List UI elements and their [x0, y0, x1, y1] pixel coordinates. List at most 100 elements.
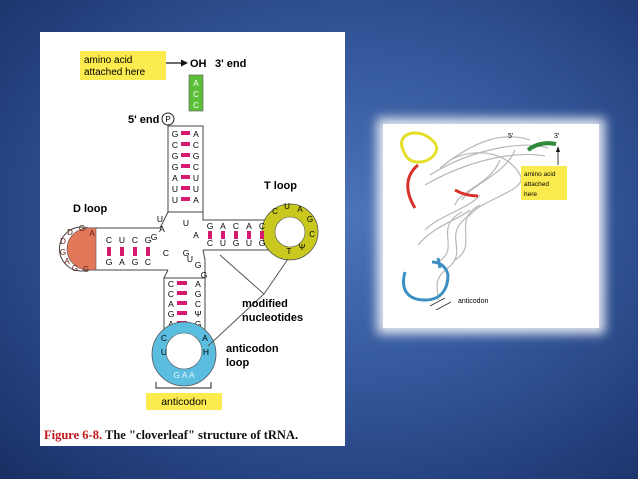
acceptor-stem-base: A	[193, 129, 199, 139]
t-stem-base: A	[246, 221, 252, 231]
d-loop	[66, 227, 97, 271]
figure-number: Figure 6-8.	[44, 428, 103, 442]
t-stem-base: U	[246, 238, 252, 248]
junction-base: U	[157, 214, 163, 224]
tertiary-structure-panel	[383, 124, 599, 328]
base-pair-bar	[181, 131, 190, 135]
base-pair-bar	[107, 247, 111, 256]
d-stem-base: A	[119, 257, 125, 267]
anticodon-loop-base: A	[202, 333, 208, 343]
amino-acid-box	[80, 51, 166, 80]
anticodon-stem-base: A	[168, 299, 174, 309]
d-stem-base: C	[106, 235, 112, 245]
3d-acceptor-green	[526, 141, 557, 152]
base-pair-bar	[247, 231, 251, 239]
junction-base: C	[163, 248, 169, 258]
d-loop-base: G	[72, 264, 78, 273]
anticodon-bracket	[155, 382, 212, 389]
acceptor-stem-base: A	[172, 173, 178, 183]
junction-base: G	[183, 248, 190, 258]
base-pair-bar	[181, 186, 190, 190]
junction-base: U	[187, 254, 193, 264]
d-stem-base: G	[145, 235, 152, 245]
acceptor-stem-base: G	[172, 151, 179, 161]
junction-base: G	[151, 232, 158, 242]
anticodon-stem-base: C	[168, 279, 174, 289]
3d-arrow-icon	[556, 146, 560, 152]
acceptor-tail-base: C	[193, 90, 199, 99]
t-stem-base: G	[207, 221, 214, 231]
anticodon-stem-base: C	[195, 299, 201, 309]
t-loop-base: A	[297, 205, 303, 214]
acceptor-stem-base: G	[193, 151, 200, 161]
three-prime-end-label: 3' end	[215, 58, 246, 70]
d-loop-base: A	[89, 229, 95, 238]
acceptor-tail-base: A	[193, 79, 199, 88]
oh-label: OH	[190, 58, 207, 70]
d-loop-base: G	[60, 248, 66, 257]
acceptor-stem-base: G	[172, 162, 179, 172]
base-pair-bar	[177, 291, 187, 295]
3d-amino-acid-line1: amino acid	[524, 171, 556, 178]
anticodon-loop-label-line2: loop	[226, 357, 249, 369]
d-loop-base: G	[79, 224, 85, 233]
d-loop-base: A	[64, 257, 70, 266]
acceptor-stem-base: C	[172, 140, 178, 150]
t-stem-base: G	[259, 238, 266, 248]
anticodon-box-label: anticodon	[161, 396, 207, 408]
acceptor-stem-base: C	[193, 140, 199, 150]
tertiary-structure-diagram: 5' 3' amino acid attached here anticodon	[400, 131, 567, 311]
t-loop-label: T loop	[264, 180, 297, 192]
modified-label-line2: nucleotides	[242, 312, 303, 324]
base-pair-bar	[221, 231, 225, 239]
amino-acid-line1: amino acid	[84, 55, 132, 66]
t-stem-base: G	[233, 238, 240, 248]
junction-base: A	[159, 224, 165, 234]
3d-five-prime-label: 5'	[508, 133, 513, 140]
acceptor-tail	[188, 74, 204, 112]
amino-acid-line2: attached here	[84, 67, 146, 78]
base-pair-bar	[181, 164, 190, 168]
arrow-icon	[181, 59, 188, 67]
anticodon-stem-base: G	[195, 260, 202, 270]
t-stem-base: C	[207, 238, 213, 248]
3d-anticodon-loop-blue	[402, 260, 450, 302]
anticodon-stem-base: G	[168, 309, 175, 319]
acceptor-stem-base: U	[193, 173, 199, 183]
base-pair-bar	[133, 247, 137, 256]
t-loop-base: C	[272, 207, 278, 216]
base-pair-bar	[181, 197, 190, 201]
anticodon-stem-base: G	[201, 270, 208, 280]
junction-base: A	[193, 230, 199, 240]
3d-d-arm-red	[406, 163, 420, 209]
base-pair-bar	[208, 231, 212, 239]
acceptor-stem-base: U	[172, 195, 178, 205]
t-stem-base: A	[220, 221, 226, 231]
base-pair-bar	[181, 142, 190, 146]
t-loop-base: Ψ	[299, 243, 306, 252]
acceptor-tail-base: C	[193, 101, 199, 110]
modified-label-line1: modified	[242, 298, 288, 310]
anticodon-loop-label-line1: anticodon	[226, 343, 279, 355]
anticodon-bases: G A A	[173, 370, 195, 380]
acceptor-stem-base: U	[172, 184, 178, 194]
acceptor-stem-base: C	[193, 162, 199, 172]
3d-amino-acid-line2: attached	[524, 181, 549, 188]
d-stem-base: G	[132, 257, 139, 267]
t-loop-base: C	[309, 230, 315, 239]
d-loop-base: D	[60, 237, 66, 246]
d-loop-label: D loop	[73, 203, 107, 215]
d-stem-base: C	[145, 257, 151, 267]
anticodon-loop-base: H	[203, 347, 209, 357]
cloverleaf-diagram: amino acid attached here OH 3' end A C C…	[58, 51, 319, 410]
base-pair-bar	[120, 247, 124, 256]
five-prime-end-label: 5' end	[128, 114, 159, 126]
base-pair-bar	[181, 175, 190, 179]
t-stem-base: U	[220, 238, 226, 248]
anticodon-stem-base: G	[195, 289, 202, 299]
3d-anticodon-label: anticodon	[458, 298, 488, 305]
anticodon-loop-inner	[165, 332, 203, 370]
junction-base: U	[183, 218, 189, 228]
